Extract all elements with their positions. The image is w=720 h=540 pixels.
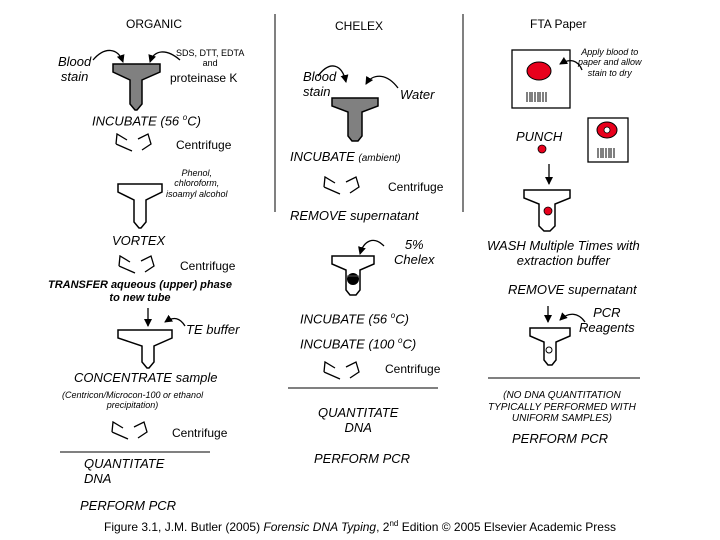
sample-tube-filled	[112, 63, 161, 111]
organic-proteinase-label: proteinase K	[170, 71, 238, 85]
organic-centrifuge-label-3: Centrifuge	[172, 426, 228, 440]
organic-header: ORGANIC	[126, 17, 183, 31]
organic-te-buffer-label: TE buffer	[186, 322, 240, 337]
punch-hole	[603, 126, 611, 134]
fta-header: FTA Paper	[530, 17, 587, 31]
degree-symbol: o	[182, 113, 188, 122]
chelex-incubate-56-step: INCUBATE (56 oC)	[300, 311, 409, 327]
arrow-icon	[317, 65, 349, 83]
centrifuge-icon	[111, 420, 148, 440]
punched-disc	[545, 346, 553, 354]
organic-concentrate-step: CONCENTRATE sample	[74, 370, 218, 385]
figure-caption: Figure 3.1, J.M. Butler (2005) Forensic …	[104, 519, 616, 534]
sample-tube-empty	[117, 183, 163, 229]
organic-perform-pcr-step: PERFORM PCR	[80, 498, 177, 513]
chelex-water-label: Water	[400, 87, 435, 102]
chelex-five-percent-label: 5%Chelex	[394, 237, 435, 267]
arrow-icon	[148, 51, 181, 63]
centrifuge-icon	[118, 254, 155, 274]
blood-spot	[526, 61, 552, 81]
chelex-centrifuge-label-1: Centrifuge	[388, 180, 444, 194]
chelex-perform-pcr-step: PERFORM PCR	[314, 451, 411, 466]
chelex-incubate-100-step: INCUBATE (100 oC)	[300, 336, 417, 352]
sample-tube-empty	[117, 329, 173, 369]
punched-disc	[537, 144, 547, 154]
fta-punch-step: PUNCH	[516, 129, 563, 144]
chelex-header: CHELEX	[335, 19, 384, 33]
sample-tube-empty	[529, 327, 571, 366]
barcode-icon	[597, 148, 615, 158]
arrow-icon	[164, 314, 186, 327]
arrow-icon	[559, 312, 586, 323]
chelex-incubate-ambient-step: INCUBATE (ambient)	[290, 149, 401, 164]
organic-centrifuge-label-1: Centrifuge	[176, 138, 232, 152]
chelex-bead-icon	[347, 273, 359, 285]
arrow-icon	[559, 56, 583, 71]
arrow-icon	[365, 75, 399, 89]
organic-incubate-step: INCUBATE (56 oC)	[92, 113, 201, 129]
centrifuge-icon	[323, 175, 360, 195]
organic-vortex-step: VORTEX	[112, 233, 166, 248]
sample-tube-filled	[331, 97, 379, 142]
organic-centrifuge-label-2: Centrifuge	[180, 259, 236, 273]
organic-solvents-label: Phenol,chloroform,isoamyl alcohol	[166, 168, 228, 199]
degree-symbol: o	[390, 311, 396, 320]
fta-remove-supernatant-step: REMOVE supernatant	[508, 282, 637, 297]
arrow-icon	[92, 49, 125, 63]
chelex-centrifuge-label-2: Centrifuge	[385, 362, 441, 376]
chelex-remove-supernatant-step: REMOVE supernatant	[290, 208, 419, 223]
degree-symbol: o	[398, 336, 403, 345]
punched-disc	[543, 206, 553, 216]
fta-perform-pcr-step: PERFORM PCR	[512, 431, 609, 446]
arrow-icon	[358, 239, 385, 255]
centrifuge-icon	[115, 132, 152, 152]
centrifuge-icon	[323, 360, 360, 380]
barcode-icon	[526, 92, 547, 102]
